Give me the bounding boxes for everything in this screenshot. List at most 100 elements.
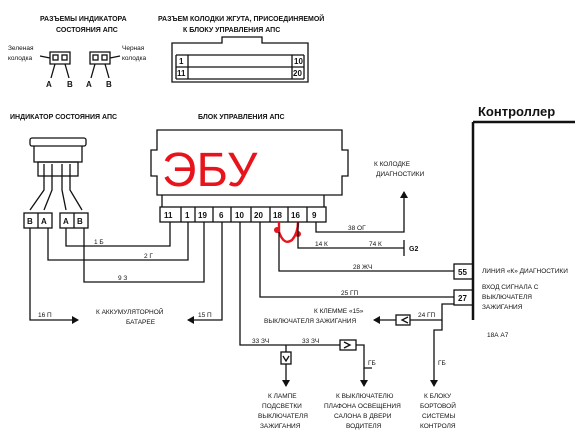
switch-note-line3: САЛОНА В ДВЕРИ <box>334 413 392 420</box>
wire-24gp-label: 24 ГП <box>418 312 436 319</box>
harness-pin-20: 20 <box>293 69 302 78</box>
input-note-line3: ЗАЖИГАНИЯ <box>482 304 523 311</box>
connectors-title-line2: СОСТОЯНИЯ АПС <box>56 27 118 34</box>
wire-gb2-label: ГБ <box>438 360 446 367</box>
wire-15p <box>187 222 223 324</box>
wire-24gp <box>410 303 454 321</box>
figure-code: 18А А7 <box>487 332 509 339</box>
wire-28zhch-label: 28 ЖЧ <box>353 264 372 271</box>
block-note-line1: К БЛОКУ <box>424 393 452 400</box>
red-jumper-mark <box>277 221 300 243</box>
lamp-note-line4: ЗАЖИГАНИЯ <box>260 423 301 430</box>
block-note-line2: БОРТОВОЙ <box>420 401 456 410</box>
indicator-pin-a-right: A <box>63 217 69 226</box>
indicator-lamp <box>29 137 87 211</box>
switch-note-line1: К ВЫКЛЮЧАТЕЛЮ <box>336 393 394 400</box>
harness-connector <box>171 36 309 83</box>
green-connector-label1: Зеленая <box>8 45 34 52</box>
block-note-line4: КОНТРОЛЯ <box>420 423 456 430</box>
harness-pin-11: 11 <box>177 69 186 78</box>
harness-title-line1: РАЗЪЕМ КОЛОДКИ ЖГУТА, ПРИСОЕДИНЯЕМОЙ <box>158 14 324 23</box>
black-connector-icon <box>89 51 111 79</box>
lamp-connector <box>280 351 292 365</box>
wire-2g-label: 2 Г <box>144 253 153 260</box>
wire-25gp <box>259 222 454 298</box>
wire-33zch-b-label: 33 ЗЧ <box>302 338 319 345</box>
green-pin-a: A <box>46 80 52 89</box>
ecu-pin-6: 6 <box>219 211 224 220</box>
terminal-27-label: 27 <box>458 294 467 303</box>
harness-pin-10: 10 <box>294 57 303 66</box>
black-connector-label2: колодка <box>122 55 147 62</box>
wire-74k-label: 74 К <box>369 241 382 248</box>
ecu-pin-20: 20 <box>254 211 263 220</box>
wire-33zch-main <box>239 222 286 346</box>
terminal-55-label: 55 <box>458 268 467 277</box>
switch-note-line4: ВОДИТЕЛЯ <box>346 423 382 430</box>
lamp-note-line3: ВЫКЛЮЧАТЕЛЯ <box>258 413 308 420</box>
harness-pin-1: 1 <box>179 57 184 66</box>
green-connector-label2: колодка <box>8 55 33 62</box>
term15-note-line2: ВЫКЛЮЧАТЕЛЯ ЗАЖИГАНИЯ <box>264 318 356 325</box>
black-connector-label1: Черная <box>122 45 145 52</box>
battery-note-line2: БАТАРЕЕ <box>126 319 156 326</box>
wire-16p-label: 16 П <box>38 312 52 319</box>
ecu-pin-1: 1 <box>185 211 190 220</box>
diag-note-line2: ДИАГНОСТИКИ <box>376 171 425 178</box>
switch-note-line2: ПЛАФОНА ОСВЕЩЕНИЯ <box>324 403 401 410</box>
ecu-handwritten-label: ЭБУ <box>162 144 258 197</box>
black-pin-a: A <box>86 80 92 89</box>
diag-note-line1: К КОЛОДКЕ <box>374 161 411 168</box>
indicator-pin-b-right: B <box>77 217 83 226</box>
input-note-line2: ВЫКЛЮЧАТЕЛЯ <box>482 294 532 301</box>
input-note-line1: ВХОД СИГНАЛА С <box>482 284 539 291</box>
ecu-pin-11: 11 <box>164 211 173 220</box>
wire-33zch-a-label: 33 ЗЧ <box>252 338 269 345</box>
wire-1b <box>65 222 171 247</box>
wire-28zhch <box>278 232 454 272</box>
switch-connector <box>339 339 357 351</box>
green-pointer <box>39 55 51 59</box>
terminal15-connector <box>395 314 411 326</box>
indicator-pin-a-left: A <box>41 217 47 226</box>
green-pin-b: B <box>67 80 73 89</box>
green-connector-icon <box>49 51 71 79</box>
wire-gb1-stub <box>356 344 372 369</box>
wire-gb1-label: ГБ <box>368 360 376 367</box>
ecu-pin-19: 19 <box>198 211 207 220</box>
harness-title-line2: К БЛОКУ УПРАВЛЕНИЯ АПС <box>183 27 280 34</box>
battery-note-line1: К АККУМУЛЯТОРНОЙ <box>96 307 164 316</box>
term15-note-line1: К КЛЕММЕ «15» <box>314 308 364 315</box>
control-unit-title: БЛОК УПРАВЛЕНИЯ АПС <box>198 114 285 121</box>
controller-title: Контроллер <box>478 104 555 119</box>
lamp-note-line1: К ЛАМПЕ <box>268 393 297 400</box>
connectors-title-line1: РАЗЪЕМЫ ИНДИКАТОРА <box>40 16 127 23</box>
wire-38og <box>315 191 408 233</box>
indicator-title: ИНДИКАТОР СОСТОЯНИЯ АПС <box>10 114 117 121</box>
ecu-pin-row <box>159 195 327 223</box>
wire-1b-label: 1 Б <box>94 239 104 246</box>
ecu-pin-16: 16 <box>291 211 300 220</box>
black-pointer <box>109 55 121 59</box>
wire-gb2 <box>430 320 443 387</box>
block-note-line3: СИСТЕМЫ <box>422 413 456 420</box>
lamp-note-line2: ПОДСВЕТКИ <box>262 403 302 410</box>
ground-g2-label: G2 <box>409 246 418 253</box>
wire-14k-label: 14 К <box>315 241 328 248</box>
wire-25gp-label: 25 ГП <box>341 290 359 297</box>
line-k-note: ЛИНИЯ «К» ДИАГНОСТИКИ <box>482 268 568 275</box>
control-unit-body <box>150 129 349 196</box>
wire-93 <box>83 222 205 283</box>
wire-38og-label: 38 ОГ <box>348 225 366 232</box>
indicator-pin-b-left: B <box>27 217 33 226</box>
ecu-pin-9: 9 <box>312 211 317 220</box>
red-dot-left <box>274 227 280 233</box>
ecu-pin-18: 18 <box>273 211 282 220</box>
wire-14k-74k <box>297 222 404 249</box>
wire-2g <box>47 222 189 261</box>
wire-15p-label: 15 П <box>198 312 212 319</box>
indicator-connector <box>23 212 89 229</box>
ecu-pin-10: 10 <box>235 211 244 220</box>
